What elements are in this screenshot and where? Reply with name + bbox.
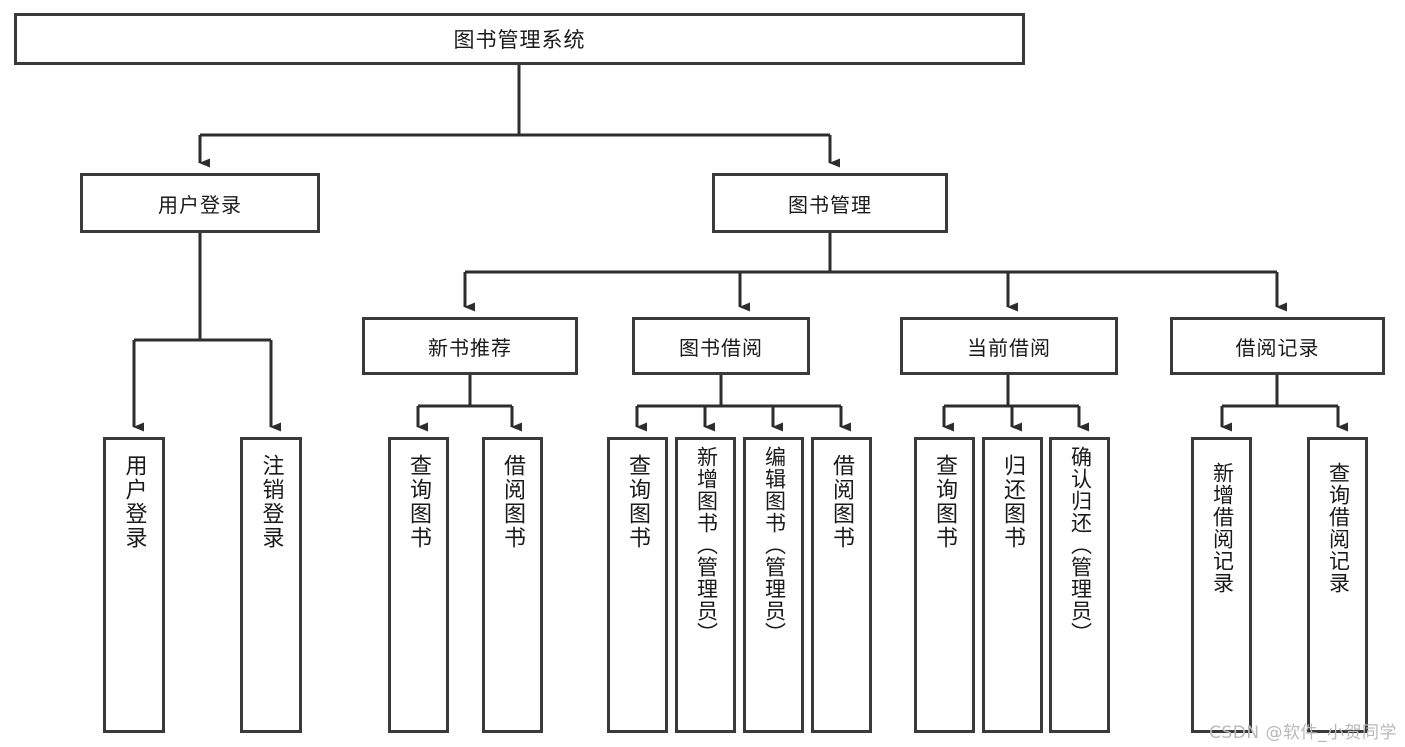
node-label: 查询图书 [625, 454, 651, 550]
node-label: 查询借阅记录 [1326, 462, 1351, 594]
node-label: 确认归还（管理员） [1068, 446, 1093, 644]
node-label: 新书推荐 [428, 335, 512, 360]
node-current-borrow[interactable]: 当前借阅 [900, 317, 1118, 375]
node-label: 借阅记录 [1235, 335, 1320, 360]
node-label: 当前借阅 [967, 335, 1051, 360]
node-label: 用户登录 [158, 192, 242, 217]
node-label: 图书借阅 [679, 335, 763, 360]
node-user-login[interactable]: 用户登录 [80, 173, 320, 233]
node-label: 注销登录 [258, 454, 284, 550]
leaf-user-login-signout[interactable]: 注销登录 [240, 437, 302, 733]
csdn-watermark: CSDN @软件_小贺同学 [1209, 723, 1397, 743]
node-label: 新增借阅记录 [1210, 462, 1235, 594]
leaf-new-book-query[interactable]: 查询图书 [388, 437, 449, 733]
node-book-management[interactable]: 图书管理 [712, 173, 948, 233]
node-label: 查询图书 [932, 454, 958, 550]
leaf-borrow-query-book[interactable]: 查询图书 [607, 437, 668, 733]
node-label: 归还图书 [1000, 454, 1026, 550]
leaf-user-login-signin[interactable]: 用户登录 [103, 437, 165, 733]
node-label: 新增图书（管理员） [694, 446, 719, 644]
node-borrow-record[interactable]: 借阅记录 [1170, 317, 1385, 375]
leaf-borrow-add-book-admin[interactable]: 新增图书（管理员） [675, 437, 736, 733]
leaf-borrow-edit-book-admin[interactable]: 编辑图书（管理员） [743, 437, 804, 733]
node-root-book-management-system[interactable]: 图书管理系统 [14, 13, 1025, 65]
node-label: 借阅图书 [500, 454, 526, 550]
leaf-record-add-record[interactable]: 新增借阅记录 [1191, 437, 1252, 733]
node-label: 借阅图书 [829, 454, 855, 550]
node-new-book-recommend[interactable]: 新书推荐 [362, 317, 578, 375]
node-label: 图书管理 [788, 192, 872, 217]
leaf-borrow-borrow-book[interactable]: 借阅图书 [811, 437, 872, 733]
leaf-current-confirm-return-admin[interactable]: 确认归还（管理员） [1049, 437, 1110, 733]
leaf-new-book-borrow[interactable]: 借阅图书 [482, 437, 543, 733]
leaf-current-return-book[interactable]: 归还图书 [982, 437, 1043, 733]
node-label: 查询图书 [406, 454, 432, 550]
node-book-borrow[interactable]: 图书借阅 [632, 317, 810, 375]
leaf-current-query-book[interactable]: 查询图书 [914, 437, 975, 733]
node-label: 编辑图书（管理员） [762, 446, 787, 644]
leaf-record-query-record[interactable]: 查询借阅记录 [1307, 437, 1368, 733]
node-label: 图书管理系统 [453, 28, 586, 52]
node-label: 用户登录 [121, 454, 147, 550]
